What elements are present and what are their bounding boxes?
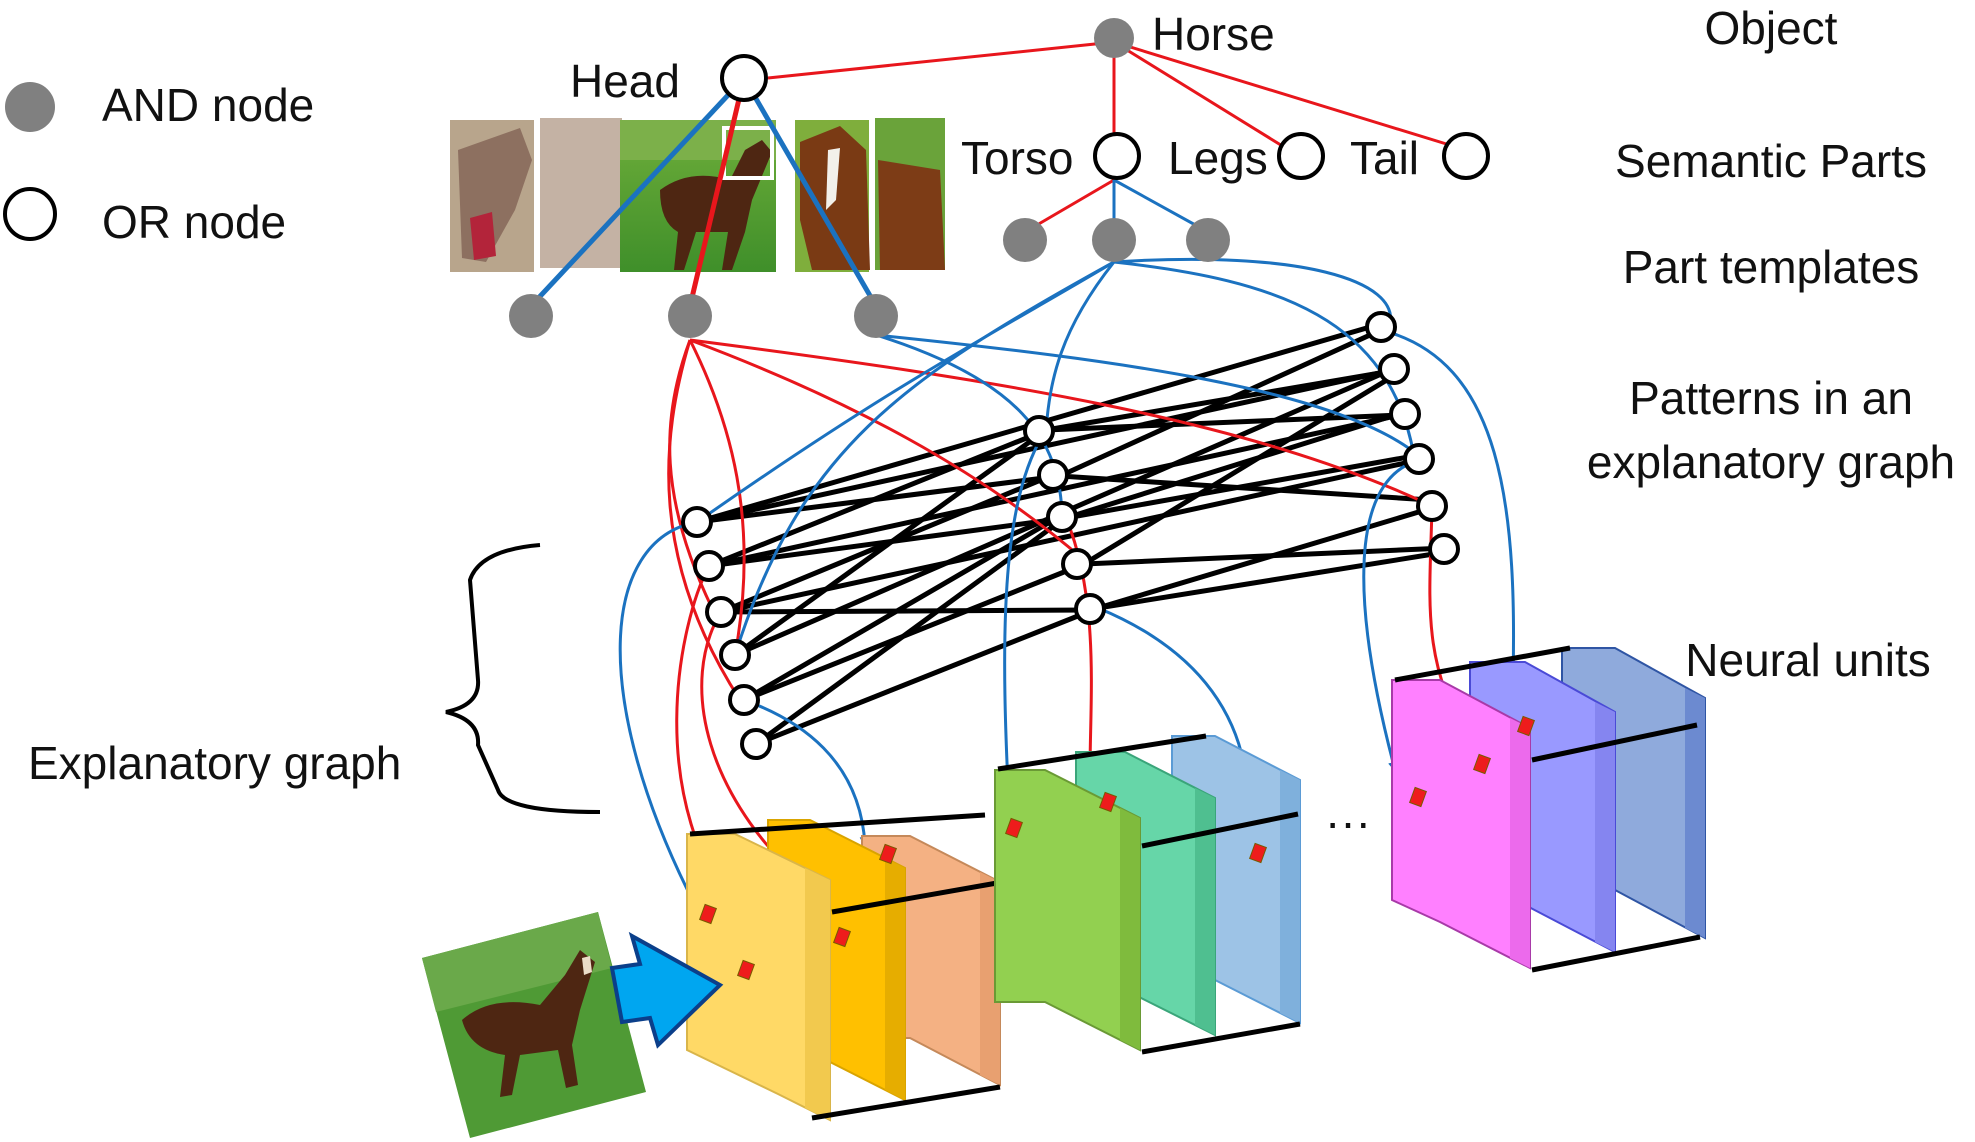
pattern-node (1378, 353, 1410, 385)
explanatory-graph-brace (445, 543, 601, 814)
feature-block-2 (994, 733, 1301, 1055)
pattern-node (719, 639, 751, 671)
head-template-1-image (450, 118, 622, 272)
or-node-icon (3, 187, 57, 241)
feature-map-1-2-side (885, 858, 905, 1100)
level-semantic-parts: Semantic Parts (1615, 135, 1927, 187)
legend-or-label: OR node (102, 196, 286, 248)
torso-template-node-2 (1092, 218, 1136, 262)
pattern-node (693, 550, 725, 582)
feature-map-3-3-side (1685, 688, 1705, 938)
ellipsis: ··· (1325, 796, 1371, 848)
level-patterns-line1: Patterns in an (1629, 372, 1913, 424)
feature-map-1-1-side (805, 868, 830, 1120)
head-template-node-1 (509, 294, 553, 338)
torso-template-node-1 (1003, 218, 1047, 262)
legs-or-node (1277, 132, 1325, 180)
feature-map-3-1-side (1510, 718, 1530, 968)
part-template-nodes (509, 218, 1230, 338)
pattern-nodes (681, 311, 1460, 760)
head-template-node-2 (668, 294, 712, 338)
head-template-images (450, 118, 945, 272)
unit-marker (736, 959, 756, 981)
level-patterns-line2: explanatory graph (1587, 436, 1955, 488)
level-labels: Object Semantic Parts Part templates Pat… (1587, 2, 1955, 686)
feature-map-2-2-side (1195, 788, 1215, 1035)
unit-marker (1248, 842, 1268, 864)
level-neural-units: Neural units (1685, 634, 1930, 686)
feature-map-2-1-side (1120, 808, 1140, 1050)
pattern-node (705, 596, 737, 628)
pattern-node (1061, 548, 1093, 580)
pattern-node (1403, 443, 1435, 475)
horse-and-node (1094, 18, 1134, 58)
object-nodes: Horse Head Torso Legs Tail (570, 8, 1490, 184)
unit-marker (832, 926, 852, 948)
object-edges (767, 40, 1467, 234)
head-template-edges (529, 76, 879, 308)
tail-label: Tail (1350, 132, 1419, 184)
unit-marker (1472, 753, 1492, 775)
torso-template-node-3 (1186, 218, 1230, 262)
unit-marker (1516, 715, 1536, 737)
head-template-node-3 (854, 294, 898, 338)
level-object: Object (1705, 2, 1838, 54)
head-template-3-image (795, 118, 945, 272)
pattern-node (1046, 501, 1078, 533)
pattern-node (1389, 398, 1421, 430)
pattern-node (740, 728, 772, 760)
explanatory-graph-label: Explanatory graph (28, 737, 401, 789)
horse-label: Horse (1152, 8, 1275, 60)
pattern-node (1428, 533, 1460, 565)
feature-map-2-1 (994, 769, 1141, 1052)
feature-block-1 (686, 812, 1001, 1122)
unit-marker (878, 843, 898, 865)
pattern-node (1074, 593, 1106, 625)
unit-marker (1408, 786, 1428, 808)
input-horse-image (422, 912, 646, 1138)
level-part-templates: Part templates (1623, 241, 1920, 293)
torso-label: Torso (961, 132, 1073, 184)
legs-label: Legs (1168, 132, 1268, 184)
pattern-node (1037, 459, 1069, 491)
legend-and-label: AND node (102, 79, 314, 131)
legend: AND node OR node (3, 79, 314, 248)
tail-or-node (1442, 132, 1490, 180)
pattern-node (728, 684, 760, 716)
feature-block-3 (1391, 645, 1706, 973)
feature-map-2-3-side (1280, 770, 1300, 1023)
head-label: Head (570, 55, 680, 107)
pattern-node (1023, 415, 1055, 447)
feature-map-3-2-side (1595, 702, 1615, 952)
torso-or-node (1093, 132, 1141, 180)
unit-marker (698, 903, 718, 925)
feature-map-3-1 (1391, 679, 1531, 970)
unit-marker (1004, 817, 1024, 839)
head-template-2-image (620, 120, 776, 272)
and-node-icon (5, 82, 55, 132)
head-or-node (720, 54, 768, 102)
pattern-node (681, 506, 713, 538)
input-arrow (609, 931, 724, 1049)
pattern-node (1416, 490, 1448, 522)
unit-marker (1098, 791, 1118, 813)
pattern-node (1365, 311, 1397, 343)
